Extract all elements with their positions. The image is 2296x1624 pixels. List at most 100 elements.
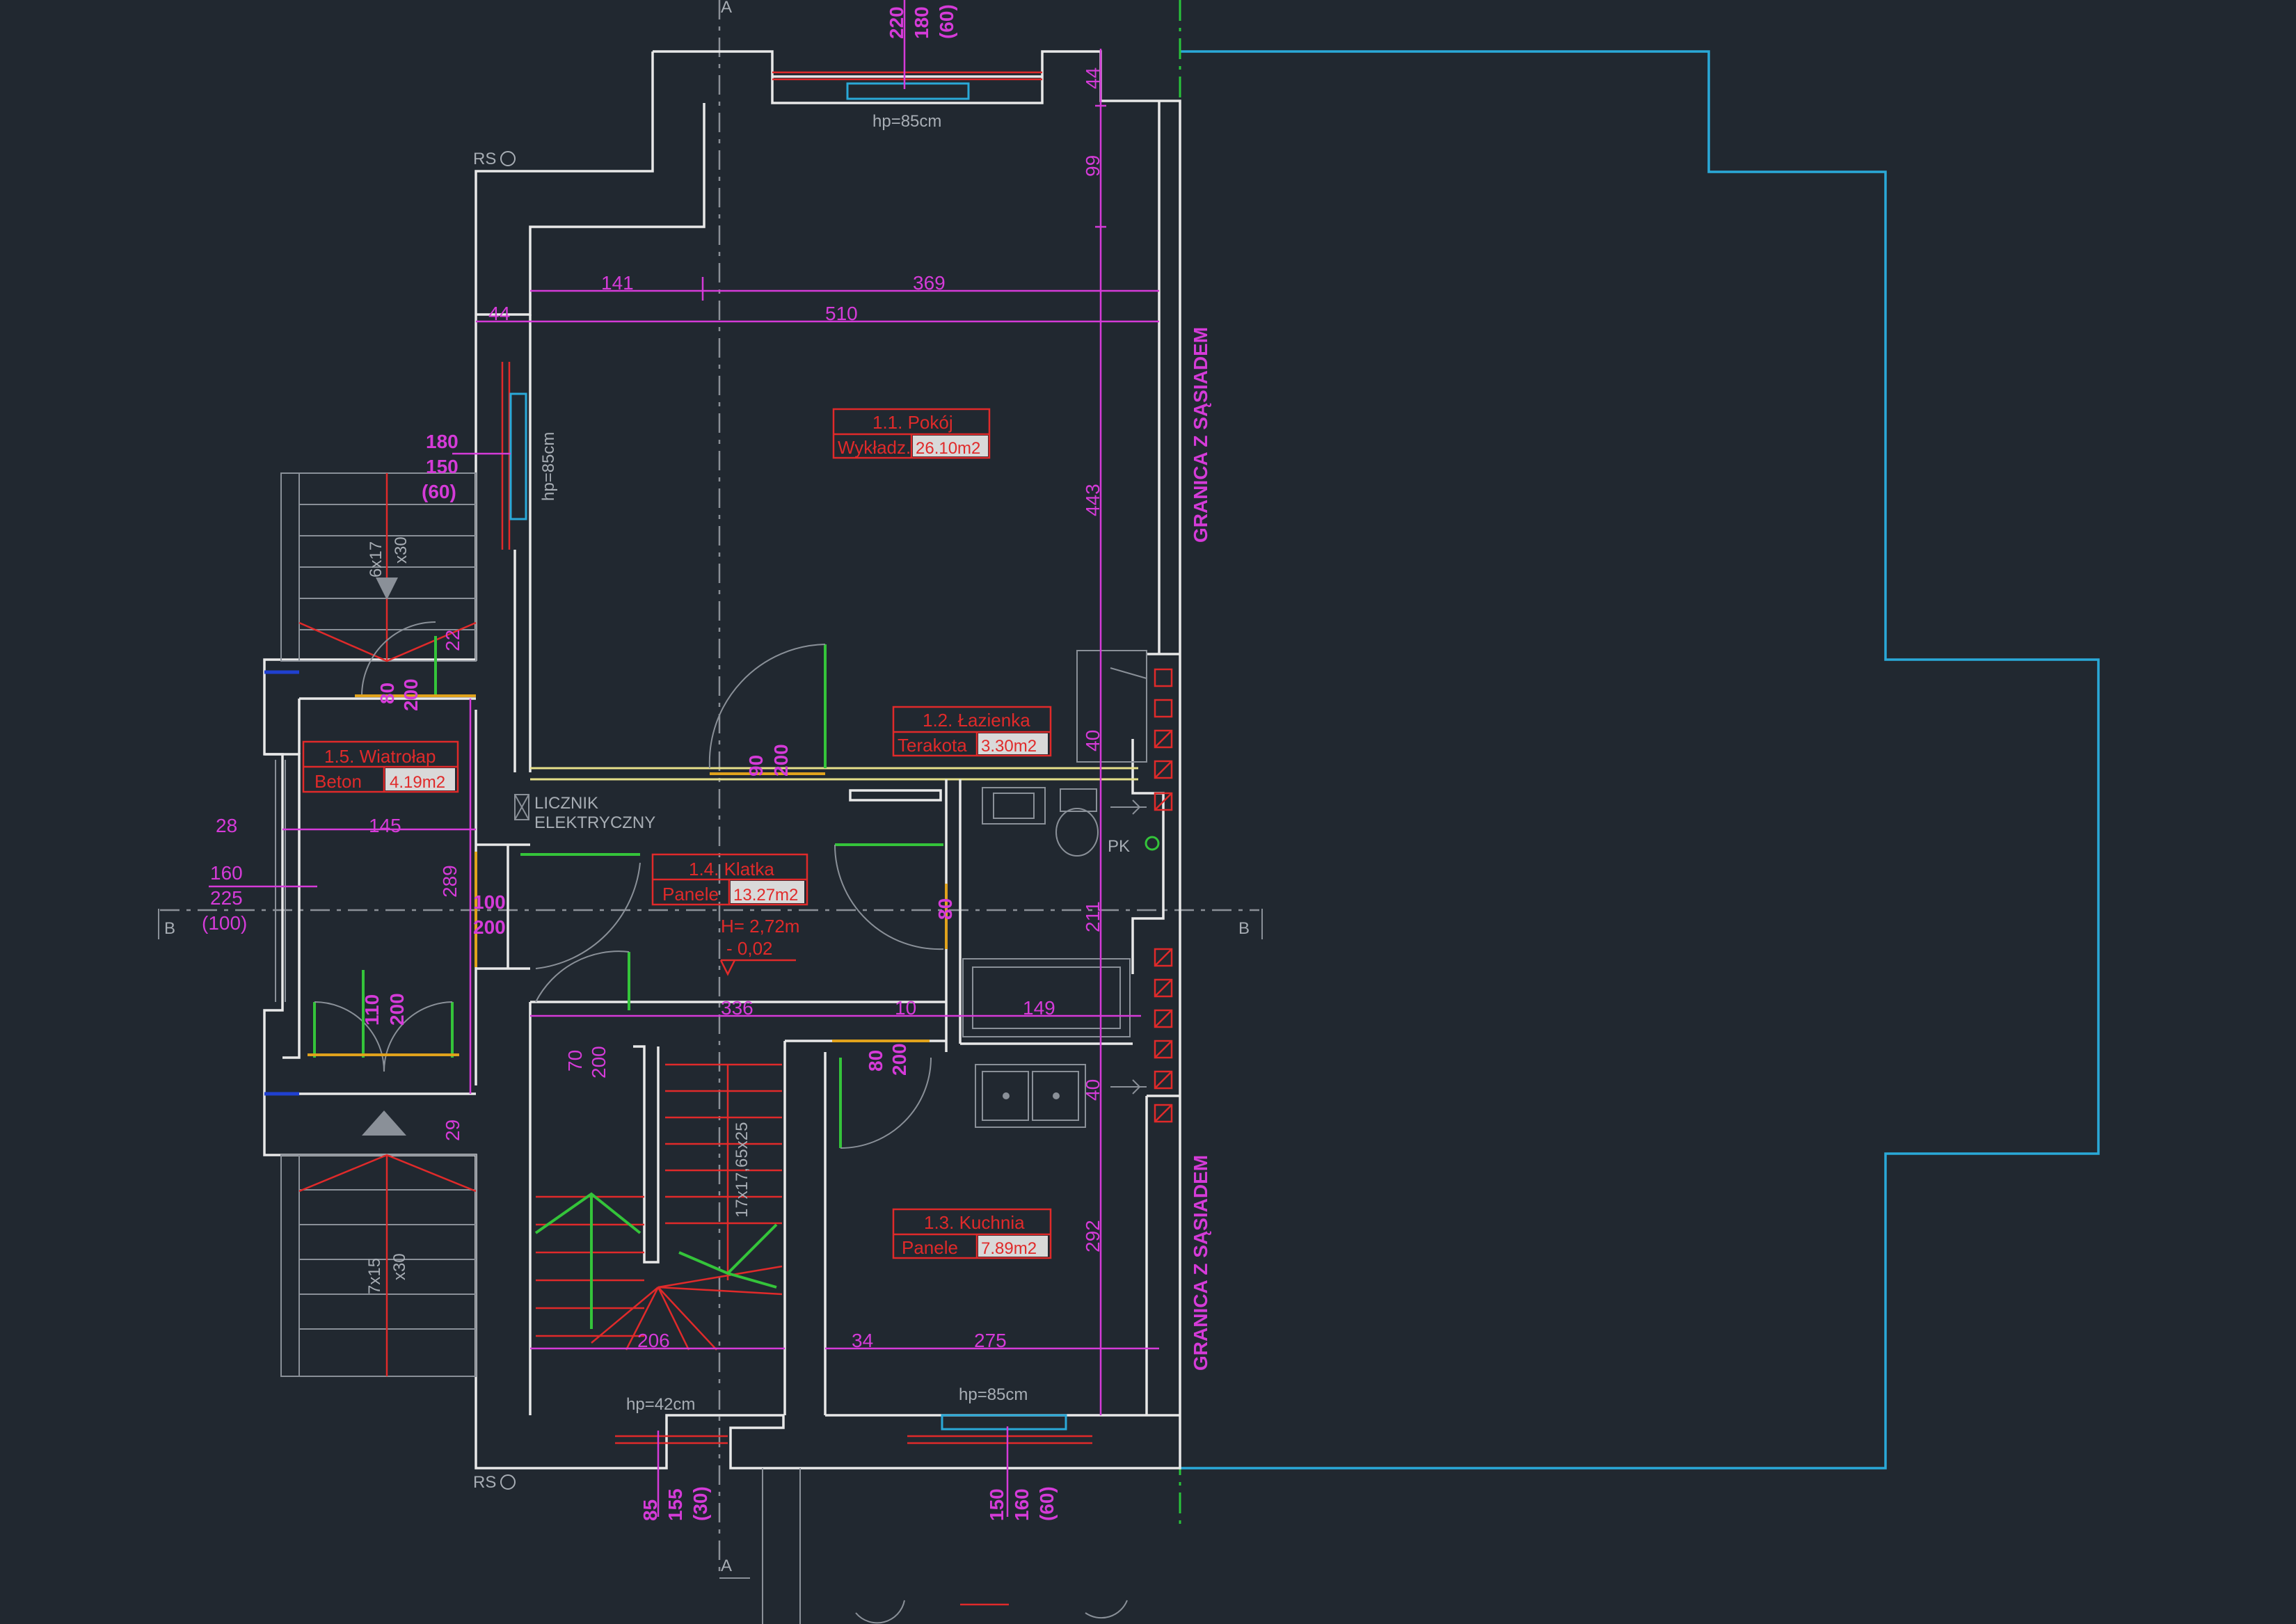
svg-text:211: 211 (1082, 901, 1103, 932)
svg-text:443: 443 (1082, 484, 1103, 516)
room-label-wiatrolap: 1.5. Wiatrołap Beton 4.19m2 (302, 740, 459, 793)
svg-text:Panele: Panele (662, 884, 719, 905)
sill-left: hp=85cm (539, 432, 558, 501)
svg-text:34: 34 (852, 1330, 873, 1351)
stairs-inner-spec: 17x17,65x25 (733, 1122, 751, 1218)
svg-text:510: 510 (825, 303, 858, 324)
svg-text:29: 29 (442, 1120, 463, 1141)
svg-text:1.4. Klatka: 1.4. Klatka (689, 859, 774, 879)
section-mark-b-right: B (1238, 919, 1250, 938)
room-label-kuchnia: 1.3. Kuchnia Panele 7.89m2 (892, 1208, 1052, 1259)
svg-text:4.19m2: 4.19m2 (390, 773, 445, 792)
svg-text:1.2. Łazienka: 1.2. Łazienka (923, 710, 1030, 731)
svg-text:200: 200 (888, 1043, 910, 1076)
svg-text:150: 150 (426, 456, 459, 477)
interior-stairs: 17x17,65x25 (534, 1063, 783, 1351)
section-mark-a-top: A (721, 0, 732, 17)
svg-text:100: 100 (473, 891, 506, 913)
svg-text:85: 85 (639, 1499, 661, 1521)
svg-text:206: 206 (637, 1330, 670, 1351)
svg-text:80: 80 (865, 1050, 886, 1072)
svg-text:RS: RS (473, 1473, 496, 1492)
svg-text:(60): (60) (936, 4, 957, 39)
svg-text:200: 200 (588, 1046, 609, 1078)
svg-text:1.5. Wiatrołap: 1.5. Wiatrołap (324, 746, 436, 767)
fixtures: PK (962, 650, 1160, 1128)
exterior-stairs-upper: 6x17 x30 (280, 472, 477, 662)
section-mark-b-left: B (164, 919, 175, 938)
sill-bottom-right: hp=85cm (959, 1385, 1028, 1404)
svg-text:275: 275 (974, 1330, 1007, 1351)
svg-text:292: 292 (1082, 1220, 1103, 1252)
svg-text:26.10m2: 26.10m2 (916, 439, 980, 458)
svg-text:220: 220 (886, 6, 907, 39)
vestibule-walls (264, 670, 476, 1096)
svg-text:200: 200 (473, 916, 506, 938)
svg-text:160: 160 (1011, 1488, 1033, 1521)
svg-text:22: 22 (442, 630, 463, 651)
svg-text:149: 149 (1023, 997, 1055, 1019)
svg-text:80: 80 (934, 898, 956, 920)
dimension-texts: 141 369 510 44 44 99 443 40 211 40 292 3… (202, 4, 1103, 1521)
stairs-lower-count: 7x15 (365, 1258, 384, 1294)
svg-text:336: 336 (721, 997, 754, 1019)
svg-text:44: 44 (488, 303, 510, 324)
outer-walls (263, 50, 1181, 1470)
room-label-klatka: 1.4. Klatka Panele 13.27m2 (651, 853, 808, 906)
svg-text:(60): (60) (1036, 1486, 1058, 1521)
svg-text:200: 200 (400, 678, 422, 711)
boundary-label-lower: GRANICA Z SĄSIADEM (1190, 1155, 1211, 1371)
svg-text:200: 200 (386, 993, 408, 1026)
electric-meter: LICZNIK ELEKTRYCZNY (514, 794, 655, 832)
sill-top: hp=85cm (872, 112, 941, 131)
svg-text:Terakota: Terakota (898, 735, 967, 756)
exterior-stairs-lower: 7x15 x30 (280, 1110, 477, 1377)
svg-text:90: 90 (745, 755, 767, 777)
rs-markers: RS RS (473, 150, 516, 1492)
svg-text:110: 110 (361, 994, 383, 1026)
svg-text:Beton: Beton (314, 771, 362, 792)
entrance-path (762, 1468, 1128, 1624)
svg-text:28: 28 (216, 815, 237, 836)
ventilation-ducts (1154, 668, 1173, 1123)
svg-text:(60): (60) (422, 481, 456, 502)
svg-text:160: 160 (210, 862, 243, 884)
svg-text:(30): (30) (689, 1486, 711, 1521)
svg-text:180: 180 (911, 6, 932, 39)
svg-text:13.27m2: 13.27m2 (733, 886, 798, 905)
neighbor-outline (1180, 50, 2100, 1470)
svg-text:RS: RS (473, 150, 496, 168)
room-label-lazienka: 1.2. Łazienka Terakota 3.30m2 (892, 706, 1052, 757)
section-mark-a-bottom: A (721, 1557, 732, 1575)
svg-text:150: 150 (986, 1488, 1007, 1521)
svg-text:80: 80 (376, 683, 398, 704)
svg-text:7.89m2: 7.89m2 (981, 1239, 1037, 1258)
svg-text:141: 141 (601, 272, 634, 294)
svg-text:Wykładz.: Wykładz. (838, 437, 911, 458)
svg-text:10: 10 (895, 997, 916, 1019)
level-elevation: - 0,02 (726, 938, 773, 959)
svg-text:3.30m2: 3.30m2 (981, 737, 1037, 756)
svg-text:1.1. Pokój: 1.1. Pokój (872, 412, 953, 433)
svg-text:(100): (100) (202, 912, 247, 934)
svg-text:40: 40 (1082, 1079, 1103, 1101)
svg-text:369: 369 (913, 272, 946, 294)
svg-text:44: 44 (1082, 67, 1103, 89)
svg-text:Panele: Panele (902, 1237, 958, 1258)
stairs-lower-tread: x30 (390, 1253, 409, 1280)
pk-label: PK (1108, 837, 1130, 856)
stairs-upper-tread: x30 (392, 536, 410, 564)
room-label-pokoj: 1.1. Pokój Wykładz. 26.10m2 (832, 408, 991, 459)
svg-text:200: 200 (770, 744, 792, 777)
stairs-upper-count: 6x17 (367, 541, 385, 578)
svg-text:155: 155 (664, 1488, 686, 1521)
boundary-label-upper: GRANICA Z SĄSIADEM (1190, 327, 1211, 543)
level-height: H= 2,72m (721, 916, 799, 937)
windows (501, 71, 1092, 1444)
dimension-lines (209, 0, 1159, 1517)
meter-label-line2: ELEKTRYCZNY (534, 813, 655, 832)
doors (308, 621, 948, 1149)
svg-text:70: 70 (564, 1050, 586, 1072)
sill-bottom-left: hp=42cm (626, 1395, 695, 1414)
